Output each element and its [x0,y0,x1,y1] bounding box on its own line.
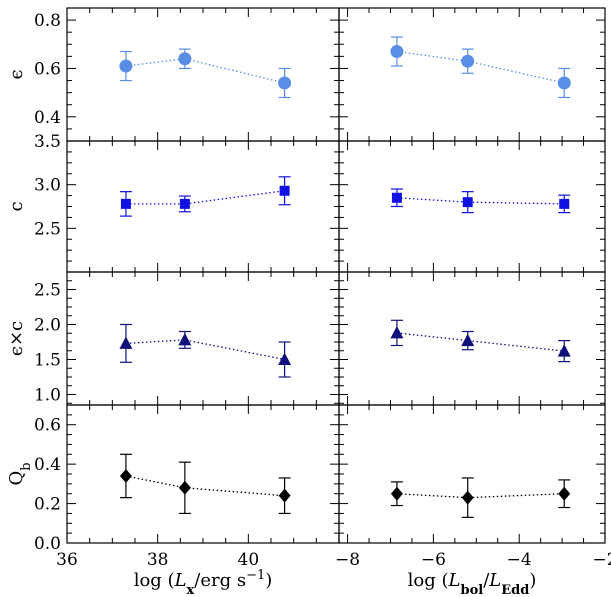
series-line [125,475,285,497]
panel-r2-c1: 2.5 3.0 3.5 [34,132,340,273]
data-point [461,54,475,68]
x-label-part: L [448,570,461,591]
panel-r3-c2 [338,271,606,406]
panel-r1-c2 [338,7,606,142]
x-label-part: ) [529,570,536,591]
data-point [557,344,571,357]
x-label-part: Edd [501,583,529,597]
x-label-col2: log (Lbol/LEdd) [408,570,537,597]
data-point [179,198,190,209]
series-line [396,197,565,205]
x-label-part: log ( [134,570,175,591]
data-point [278,352,292,365]
y-label-row2: c [6,201,27,211]
y-tick-label: 0.4 [34,455,61,475]
data-point [559,198,570,209]
x-tick-label: 40 [238,550,260,570]
data-point [390,45,404,59]
data-point [178,332,192,346]
x-tick-label: −8 [335,550,360,570]
data-point [461,490,474,505]
panel-frame [66,271,340,406]
series-line [396,50,565,84]
data-point [558,486,571,501]
data-point [119,336,133,349]
data-point [119,59,133,73]
y-tick-label: 0.8 [34,11,61,31]
data-point [119,468,132,483]
x-label-part: L [174,570,187,591]
panel-r1-c1: 0.4 0.6 0.8 [34,7,340,142]
data-point [390,486,403,501]
x-label-part: log ( [408,570,449,591]
x-label-part: x [187,583,195,597]
y-tick-label: 2.5 [34,281,61,301]
series-line [125,339,285,361]
y-tick-label: 3.5 [34,132,61,152]
panel-r4-c2: −8 −6 −4 −2 [335,404,611,570]
y-tick-label: 0.6 [34,416,61,436]
y-label-row1: ϵ [6,69,27,79]
panel-frame [66,404,340,544]
panel-frame [338,7,606,142]
x-tick-label: −6 [421,550,446,570]
data-point [462,197,473,208]
x-tick-label: 38 [147,550,169,570]
data-point [557,76,571,90]
x-label-part: ) [265,570,272,591]
y-tick-label: 2.0 [34,316,61,336]
data-point [391,192,402,203]
panel-frame [66,7,340,142]
x-tick-label: 36 [56,550,78,570]
x-tick-label: −4 [507,550,532,570]
y-label-row4: Qb [6,462,34,485]
data-point [278,488,291,503]
y-tick-label: 0.0 [34,534,61,554]
data-point [279,185,290,196]
panel-frame [66,140,340,273]
x-label-col1: log (Lx/erg s−1) [134,568,273,597]
panel-frame [338,404,606,544]
x-label-part: / [483,570,490,591]
x-label-part: L [488,570,501,591]
y-tick-label: 3.0 [34,176,61,196]
x-label-part: bol [460,583,483,597]
y-label-subscript: b [19,462,34,470]
y-tick-label: 1.5 [34,351,61,371]
series-line [396,332,565,352]
y-tick-label: 2.5 [34,219,61,239]
panel-r4-c1: 0.0 0.2 0.4 0.6 36 38 40 [34,404,340,570]
data-point [178,52,192,66]
panel-r2-c2 [338,140,606,273]
x-label-part: /erg s [194,570,246,591]
series-line [125,190,285,205]
y-tick-label: 0.2 [34,495,61,515]
data-point [120,198,131,209]
y-tick-label: 0.4 [34,108,61,128]
x-label-part: −1 [246,568,265,583]
data-point [390,325,404,339]
panels: 0.40.60.82.53.03.51.01.52.02.50.00.20.40… [34,7,611,570]
y-axis-labels: ϵ c ϵ×cQb [6,69,34,485]
series-line [125,58,285,84]
panel-frame [338,271,606,406]
series-line [396,493,565,499]
y-tick-label: 0.6 [34,59,61,79]
data-point [278,76,292,90]
data-point [461,333,475,347]
y-tick-label: 1.0 [34,386,61,406]
x-tick-label: −2 [592,550,611,570]
x-axis-labels: log (Lx/erg s−1)log (Lbol/LEdd) [134,568,537,597]
y-label-row3: ϵ×c [6,321,27,356]
data-point [178,480,191,495]
panel-r3-c1: 1.0 1.5 2.0 2.5 [34,271,340,406]
